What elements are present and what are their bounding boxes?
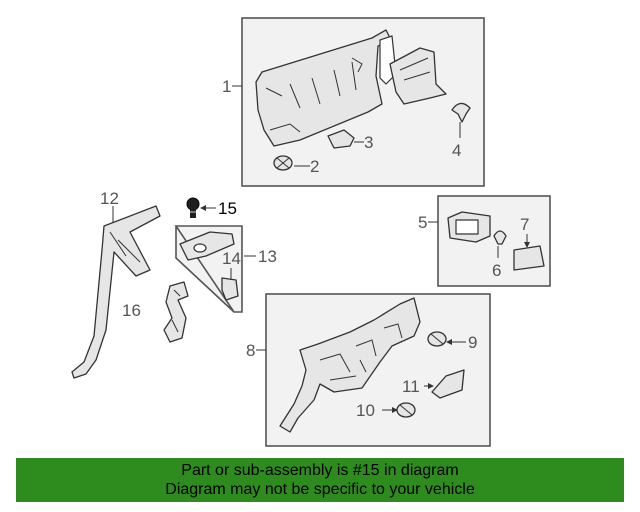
callout-3[interactable]: 3 — [364, 133, 373, 152]
callout-10[interactable]: 10 — [356, 401, 375, 420]
banner-line-2: Diagram may not be specific to your vehi… — [165, 481, 475, 498]
group-1-panel: 1 2 3 4 — [222, 17, 485, 187]
callout-2[interactable]: 2 — [310, 157, 319, 176]
part-2-clip[interactable] — [273, 155, 293, 171]
part-13-trim-cover[interactable] — [179, 231, 235, 261]
part-16-bracket[interactable] — [163, 281, 189, 343]
part-5-lamp-housing[interactable] — [447, 211, 491, 243]
callout-1[interactable]: 1 — [222, 77, 231, 96]
part-11-cover[interactable] — [431, 369, 465, 399]
part-15-fastener[interactable] — [186, 197, 200, 218]
callout-5[interactable]: 5 — [418, 213, 427, 232]
callout-13[interactable]: 13 — [258, 247, 277, 266]
group-5-panel: 5 6 7 — [418, 195, 551, 287]
part-6-bulb[interactable] — [493, 230, 507, 245]
group-8-panel: 8 9 11 10 — [246, 293, 491, 447]
part-12-pillar-trim[interactable] — [71, 205, 161, 379]
callout-4[interactable]: 4 — [452, 141, 461, 160]
callout-16[interactable]: 16 — [122, 301, 141, 320]
part-7-lens[interactable] — [513, 245, 545, 271]
callout-15[interactable]: 15 — [218, 199, 237, 218]
part-1-quarter-trim-panel[interactable] — [255, 29, 393, 147]
parts-diagram: 1 2 3 4 12 — [71, 17, 551, 447]
callout-6[interactable]: 6 — [492, 261, 501, 280]
part-4-clip[interactable] — [451, 102, 471, 123]
part-10-clip[interactable] — [396, 402, 416, 418]
callout-9[interactable]: 9 — [468, 333, 477, 352]
callout-11[interactable]: 11 — [402, 377, 420, 396]
callout-14[interactable]: 14 — [222, 249, 241, 268]
part-8-lower-trim-panel[interactable] — [279, 297, 421, 433]
part-3-bracket[interactable] — [327, 129, 355, 149]
callout-8[interactable]: 8 — [246, 341, 255, 360]
callout-7[interactable]: 7 — [520, 215, 529, 234]
info-banner: Part or sub-assembly is #15 in diagram D… — [16, 458, 624, 502]
banner-line-1: Part or sub-assembly is #15 in diagram — [181, 462, 459, 479]
group-13-panel: 14 13 — [174, 225, 277, 313]
part-9-clip[interactable] — [427, 331, 447, 347]
callout-12[interactable]: 12 — [100, 189, 119, 208]
part-14-clip[interactable] — [221, 277, 239, 301]
